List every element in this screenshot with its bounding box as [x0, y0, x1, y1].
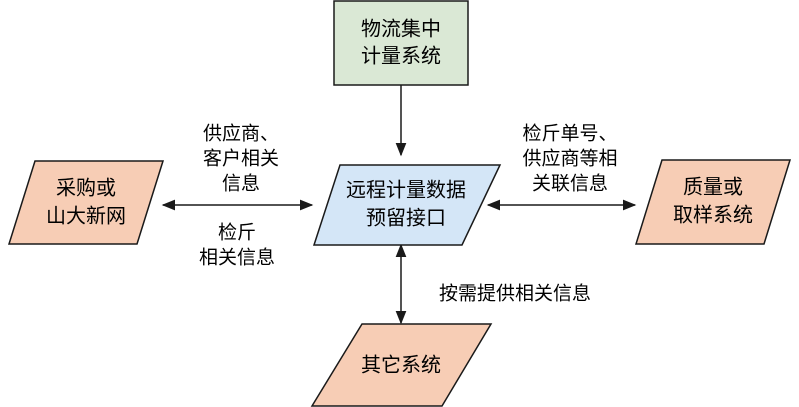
- node-shape: [312, 164, 502, 246]
- node-label-line1: 质量或: [683, 175, 743, 199]
- edge-label-right-upper: 检斤单号、 供应商等相 关联信息: [522, 123, 617, 195]
- node-label-line2: 取样系统: [673, 203, 753, 227]
- node-shape: [333, 0, 469, 86]
- edge-label-bottom: 按需提供相关信息: [439, 283, 591, 305]
- node-purchasing-system: 采购或 山大新网: [7, 160, 165, 245]
- node-label-line1: 物流集中: [361, 17, 441, 41]
- node-logistics-metering-system: 物流集中 计量系统: [333, 0, 469, 86]
- edge-label-left-upper: 供应商、 客户相关 信息: [203, 123, 279, 195]
- edge-label-line3: 关联信息: [532, 173, 608, 195]
- node-label-line2: 山大新网: [46, 204, 126, 228]
- node-quality-sampling-system: 质量或 取样系统: [634, 159, 792, 245]
- node-label-line1: 采购或: [56, 176, 116, 200]
- node-label-line1: 其它系统: [361, 353, 441, 377]
- edge-label-line2: 客户相关: [203, 148, 279, 170]
- node-shape: [634, 159, 792, 245]
- edge-label-left-lower: 检斤 相关信息: [199, 222, 275, 269]
- node-remote-data-interface: 远程计量数据 预留接口: [312, 164, 502, 246]
- node-other-systems: 其它系统: [310, 323, 493, 407]
- edge-label-line1: 供应商、: [203, 123, 279, 145]
- node-shape: [310, 323, 493, 407]
- edge-label-line3: 信息: [222, 173, 260, 195]
- edge-label-line2: 供应商等相: [522, 148, 617, 170]
- node-label-line2: 预留接口: [366, 206, 446, 230]
- node-label-line2: 计量系统: [361, 44, 441, 68]
- edge-label-line1: 检斤: [218, 222, 256, 244]
- node-shape: [7, 160, 165, 245]
- edge-label-line1: 按需提供相关信息: [439, 283, 591, 305]
- edge-label-line2: 相关信息: [199, 247, 275, 269]
- node-label-line1: 远程计量数据: [346, 178, 466, 202]
- edge-label-line1: 检斤单号、: [522, 123, 617, 145]
